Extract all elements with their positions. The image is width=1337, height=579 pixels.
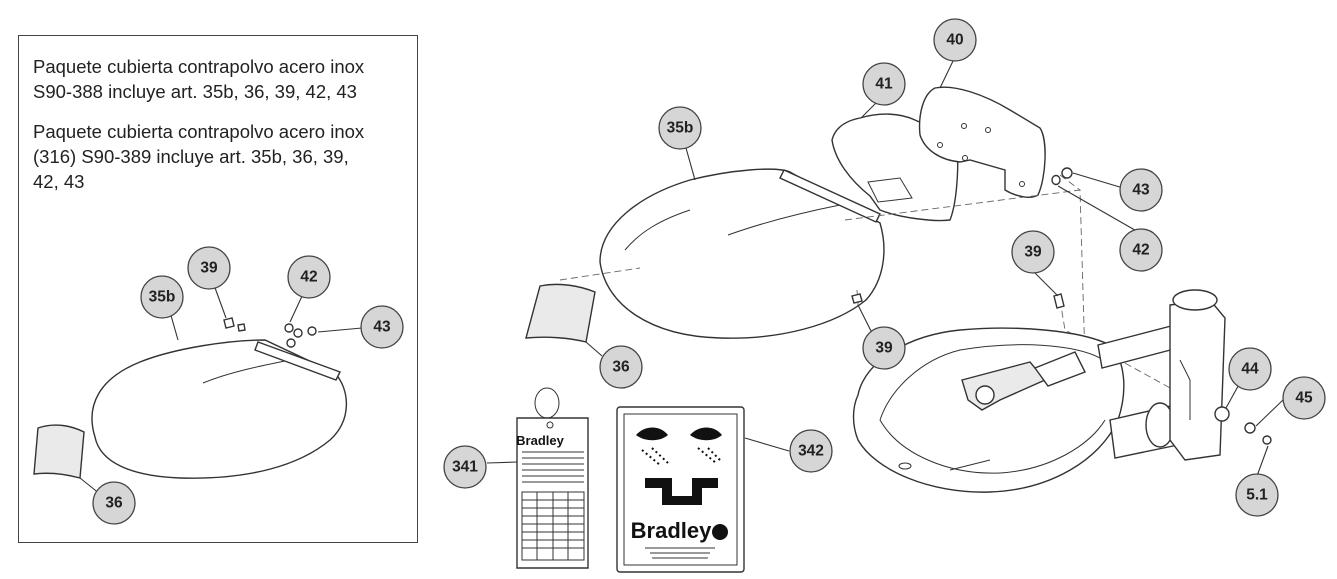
kit-note-2-line-2: (316) S90-389 incluye art. 35b, 36, 39, bbox=[33, 146, 349, 167]
main-dust-cover bbox=[525, 168, 885, 343]
callout-main-5-1: 5.1 bbox=[1235, 473, 1279, 517]
callout-main-39-a: 39 bbox=[862, 326, 906, 370]
screws-39 bbox=[851, 293, 1065, 309]
callout-inset-39: 39 bbox=[187, 246, 231, 290]
svg-text:341: 341 bbox=[452, 459, 478, 476]
inset-small-parts bbox=[223, 317, 317, 348]
svg-text:39: 39 bbox=[875, 340, 893, 357]
svg-text:41: 41 bbox=[875, 76, 893, 93]
kit-note-2: Paquete cubierta contrapolvo acero inox … bbox=[33, 119, 364, 194]
callout-inset-36: 36 bbox=[92, 481, 136, 525]
callout-main-36: 36 bbox=[599, 345, 643, 389]
kit-note-1: Paquete cubierta contrapolvo acero inox … bbox=[33, 54, 364, 104]
callout-inset-43: 43 bbox=[360, 305, 404, 349]
svg-text:35b: 35b bbox=[149, 289, 176, 306]
svg-text:42: 42 bbox=[300, 269, 317, 286]
svg-text:35b: 35b bbox=[667, 120, 694, 137]
svg-text:36: 36 bbox=[612, 359, 630, 376]
pipe-bracket bbox=[1097, 289, 1226, 461]
svg-text:42: 42 bbox=[1132, 242, 1149, 259]
eyewash-sign-342: Bradley bbox=[616, 406, 745, 573]
fasteners-44-45-51 bbox=[1214, 406, 1272, 445]
kit-note-2-line-1: Paquete cubierta contrapolvo acero inox bbox=[33, 121, 365, 142]
eyewash-bowl bbox=[852, 327, 1125, 493]
svg-text:39: 39 bbox=[1024, 244, 1042, 261]
svg-text:36: 36 bbox=[105, 495, 123, 512]
inset-dust-cover bbox=[33, 339, 348, 479]
svg-text:342: 342 bbox=[798, 443, 824, 460]
callout-main-341: 341 bbox=[443, 445, 487, 489]
callout-main-40: 40 bbox=[933, 18, 977, 62]
kit-note-1-line-2: S90-388 incluye art. 35b, 36, 39, 42, 43 bbox=[33, 81, 357, 102]
svg-text:43: 43 bbox=[1132, 182, 1150, 199]
callout-main-43: 43 bbox=[1119, 168, 1163, 212]
tag-brand-text: Bradley bbox=[516, 433, 564, 448]
inset-panel bbox=[18, 35, 418, 543]
svg-text:43: 43 bbox=[373, 319, 391, 336]
callout-main-35b: 35b bbox=[658, 106, 702, 150]
callout-inset-35b: 35b bbox=[140, 275, 184, 319]
inspection-tag-341: Bradley bbox=[516, 387, 589, 569]
svg-text:40: 40 bbox=[946, 32, 963, 49]
callout-main-39-b: 39 bbox=[1011, 230, 1055, 274]
svg-text:44: 44 bbox=[1241, 361, 1259, 378]
callout-inset-42: 42 bbox=[287, 255, 331, 299]
callout-main-45: 45 bbox=[1282, 376, 1326, 420]
svg-text:45: 45 bbox=[1295, 390, 1313, 407]
sign-brand-text: Bradley bbox=[631, 518, 712, 543]
callout-main-44: 44 bbox=[1228, 347, 1272, 391]
callout-main-42: 42 bbox=[1119, 228, 1163, 272]
callout-main-41: 41 bbox=[862, 62, 906, 106]
leader-lines bbox=[79, 60, 1286, 495]
svg-text:39: 39 bbox=[200, 260, 218, 277]
kit-note-1-line-1: Paquete cubierta contrapolvo acero inox bbox=[33, 56, 365, 77]
callout-main-342: 342 bbox=[789, 429, 833, 473]
kit-note-2-line-3: 42, 43 bbox=[33, 171, 85, 192]
svg-text:5.1: 5.1 bbox=[1246, 487, 1268, 504]
washers-42-43 bbox=[1051, 167, 1073, 186]
